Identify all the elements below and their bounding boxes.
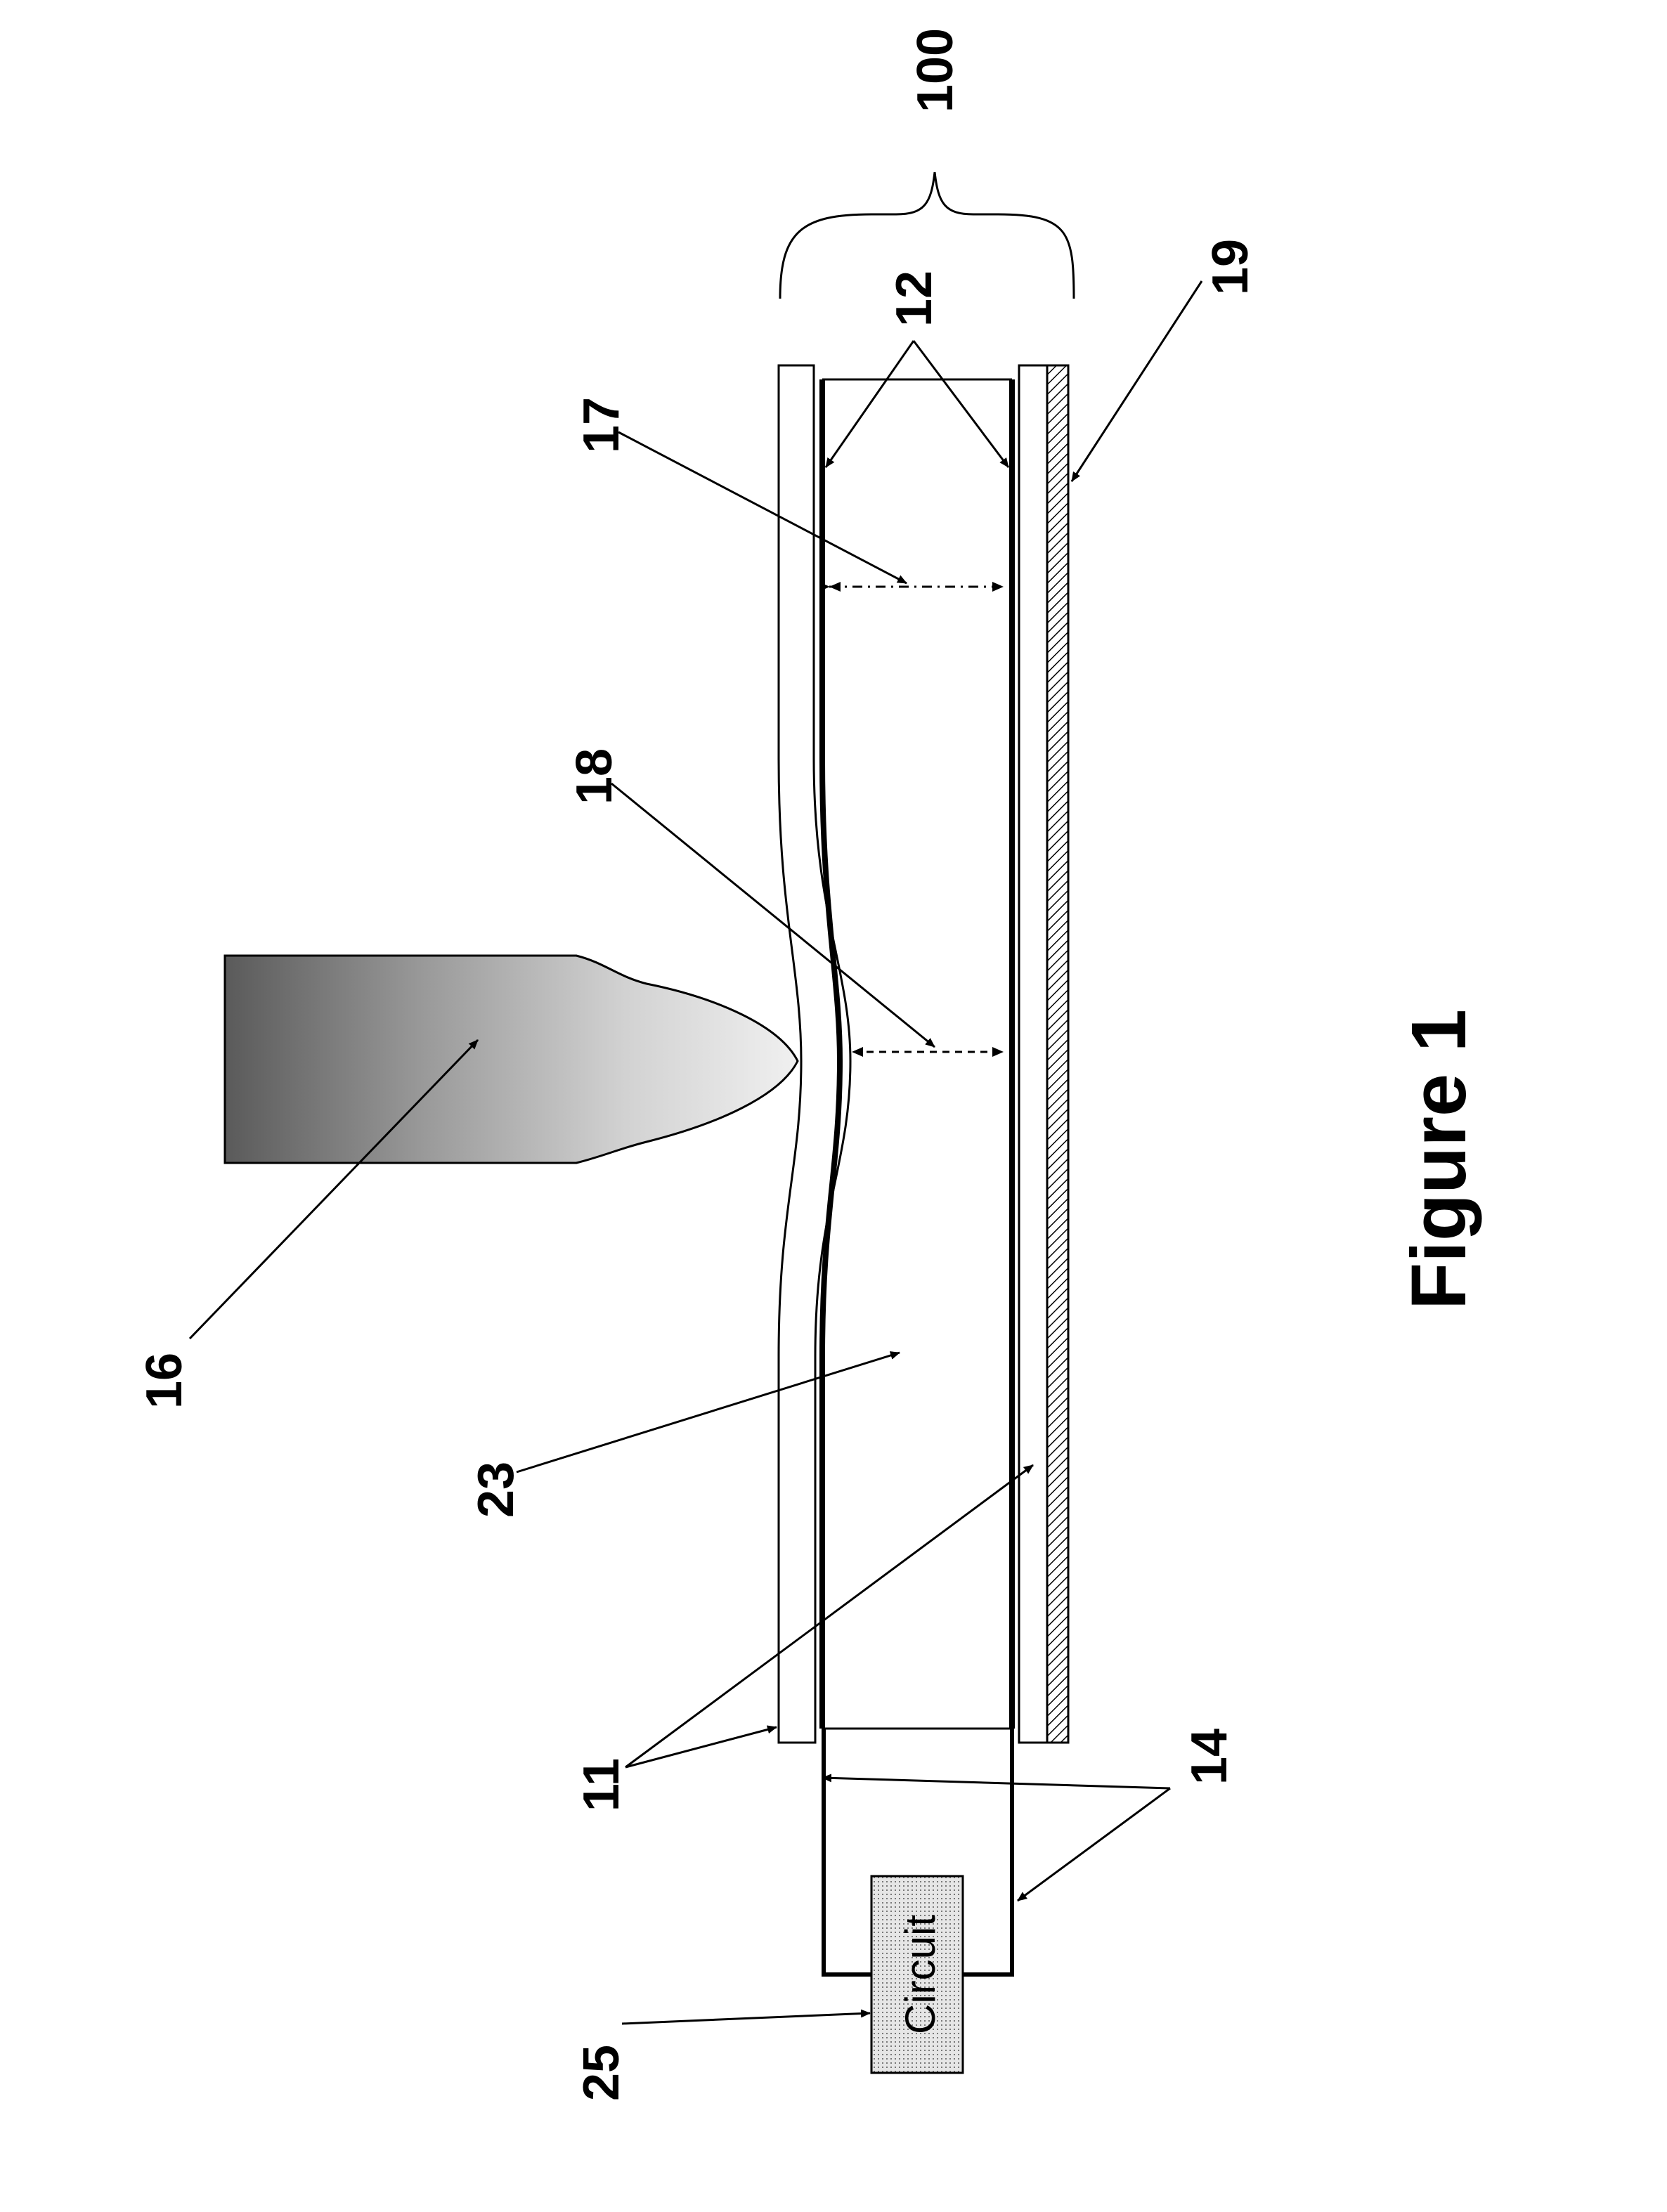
label-19: 19 bbox=[1202, 239, 1259, 295]
hatched-layer bbox=[1047, 365, 1068, 1743]
leader-23 bbox=[517, 1353, 900, 1472]
leader-14a bbox=[822, 1778, 1170, 1788]
label-16: 16 bbox=[136, 1353, 193, 1409]
gap-arrow-17-head-a bbox=[829, 582, 841, 592]
gap-arrow-18-head-a bbox=[852, 1047, 863, 1057]
finger-stylus bbox=[225, 956, 798, 1163]
leader-19 bbox=[1072, 281, 1202, 481]
leader-12a bbox=[826, 341, 914, 467]
lead-upper bbox=[824, 1729, 871, 1974]
leader-11b bbox=[625, 1465, 1033, 1767]
circuit-label: Circuit bbox=[897, 1915, 944, 2034]
leader-14b bbox=[1018, 1788, 1170, 1901]
bottom-substrate bbox=[1019, 365, 1047, 1743]
gap-arrow-18-head-b bbox=[992, 1047, 1004, 1057]
leader-25 bbox=[622, 2013, 870, 2024]
lead-lower bbox=[963, 1729, 1012, 1974]
label-12: 12 bbox=[886, 271, 942, 327]
label-23: 23 bbox=[468, 1462, 524, 1518]
leader-12b bbox=[914, 341, 1008, 467]
leader-17 bbox=[618, 432, 907, 583]
label-18: 18 bbox=[566, 748, 623, 805]
label-17: 17 bbox=[573, 397, 630, 453]
label-100: 100 bbox=[907, 28, 964, 112]
label-14: 14 bbox=[1181, 1729, 1238, 1785]
label-11: 11 bbox=[573, 1758, 630, 1811]
gap-arrow-17-head-b bbox=[992, 582, 1004, 592]
figure-caption: Figure 1 bbox=[1396, 1009, 1482, 1310]
leader-11a bbox=[625, 1727, 777, 1767]
label-25: 25 bbox=[573, 2045, 630, 2101]
